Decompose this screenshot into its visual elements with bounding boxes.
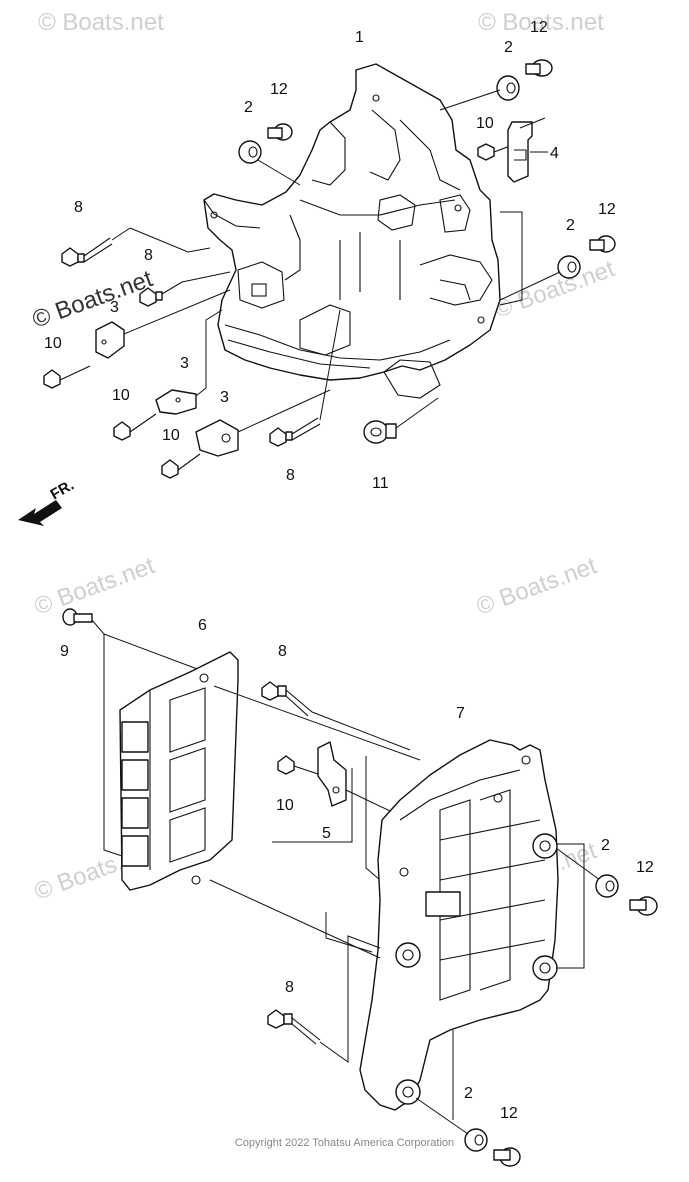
callout-8: 8 [286,467,295,484]
bracket-part-1 [203,63,501,381]
grommet-part-11 [363,420,397,444]
bracket-assembly [203,63,501,399]
callout-12: 12 [500,1105,518,1122]
bolt-part-12 [629,896,658,916]
front-direction-arrow: FR. [18,477,77,526]
callout-2: 2 [504,39,513,56]
collar-part-2 [496,75,520,101]
bolt-part-8 [267,1009,321,1045]
callout-2: 2 [601,837,610,854]
watermark: © Boats.net [31,552,159,620]
callout-7: 7 [456,705,465,722]
bolt-part-12 [493,1147,521,1167]
front-label: FR. [48,477,77,504]
callout-10: 10 [162,427,180,444]
collar-part-2 [595,874,619,898]
ecu-module-part-6 [119,651,239,891]
callout-2: 2 [566,217,575,234]
callout-10: 10 [44,335,62,352]
callout-12: 12 [598,201,616,218]
callout-2: 2 [464,1085,473,1102]
callout-5: 5 [322,825,331,842]
callout-8: 8 [144,247,153,264]
bolt-part-8 [261,681,313,717]
watermark: © Boats.net [473,552,601,620]
bolt-part-12 [525,59,553,77]
collar-part-2 [557,255,581,279]
bolt-part-10 [277,755,319,775]
bolt-part-8 [139,281,183,307]
screw-part-9 [62,608,93,626]
bolt-part-10 [161,453,201,479]
watermark: © Boats.net [478,9,604,36]
callout-9: 9 [60,643,69,660]
callout-3: 3 [220,389,229,406]
clip-part-4 [507,121,533,183]
callout-10: 10 [476,115,494,132]
callout-12: 12 [530,19,548,36]
callout-12: 12 [636,859,654,876]
clip-part-3 [195,419,239,457]
collar-part-2 [464,1128,488,1152]
watermark: © Boats.net [38,9,164,36]
callout-3: 3 [180,355,189,372]
callout-10: 10 [276,797,294,814]
callout-labels: 1 2 12 2 12 10 4 8 8 2 12 3 10 3 10 3 10… [44,19,654,1122]
bracket-part-7 [359,739,559,1111]
watermark: © Boats.net [29,265,157,333]
callout-3: 3 [110,299,119,316]
callout-1: 1 [355,29,364,46]
copyright-notice: Copyright 2022 Tohatsu America Corporati… [234,1137,455,1149]
callout-12: 12 [270,81,288,98]
callout-6: 6 [198,617,207,634]
bolt-part-12 [267,123,293,141]
watermark: © Boats.net [491,255,619,323]
clip-part-3 [155,389,197,415]
callout-8: 8 [285,979,294,996]
bolt-part-8 [61,237,113,267]
callout-10: 10 [112,387,130,404]
bolt-part-10 [477,143,511,161]
bolt-part-12 [589,235,616,253]
bolt-part-10 [113,413,157,441]
callout-8: 8 [74,199,83,216]
callout-11: 11 [372,475,389,492]
bolt-part-10 [43,365,91,389]
callout-2: 2 [244,99,253,116]
collar-part-2 [238,140,262,164]
clip-part-3 [95,321,125,359]
clip-part-5 [317,741,347,807]
callout-8: 8 [278,643,287,660]
callout-4: 4 [550,145,559,162]
bolt-part-8 [269,417,321,447]
